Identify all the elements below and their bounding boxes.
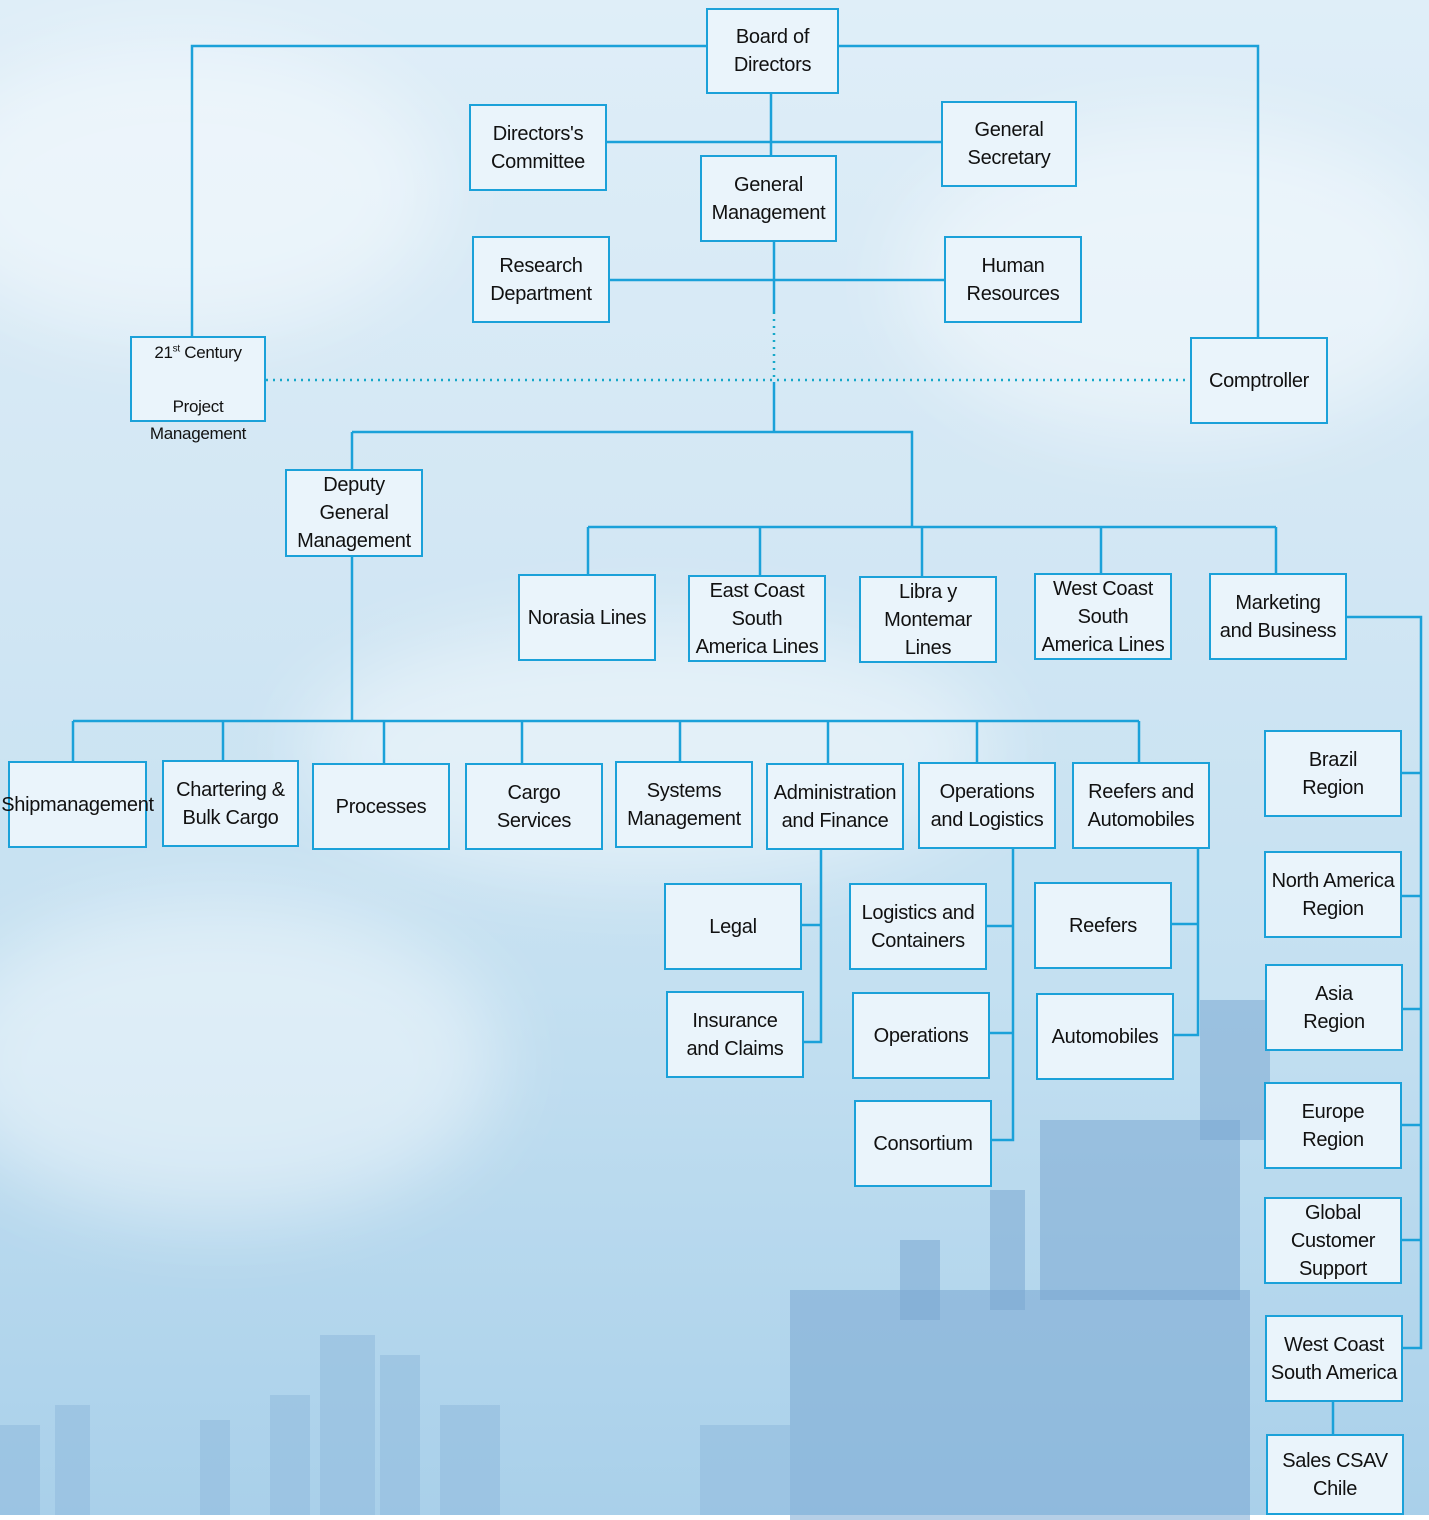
century-word: Century	[179, 342, 242, 362]
human-resources-box: Human Resources	[944, 236, 1082, 323]
marketing-and-business-box: Marketing and Business	[1209, 573, 1347, 660]
directors-committee-box: Directors's Committee	[469, 104, 607, 191]
legal-box: Legal	[664, 883, 802, 970]
project-management-text: Project Management	[149, 396, 247, 443]
cargo-services-box: Cargo Services	[465, 763, 603, 850]
sales-csav-chile-box: Sales CSAV Chile	[1266, 1434, 1404, 1515]
century-ordinal: st	[172, 342, 180, 354]
global-customer-support-box: Global Customer Support	[1264, 1197, 1402, 1284]
europe-region-box: Europe Region	[1264, 1082, 1402, 1169]
brazil-region-box: Brazil Region	[1264, 730, 1402, 817]
west-coast-south-america-box: West Coast South America	[1265, 1315, 1403, 1402]
east-coast-south-america-lines-box: East Coast South America Lines	[688, 575, 826, 662]
west-coast-south-america-lines-box: West Coast South America Lines	[1034, 573, 1172, 660]
consortium-box: Consortium	[854, 1100, 992, 1187]
asia-region-box: Asia Region	[1265, 964, 1403, 1051]
research-department-box: Research Department	[472, 236, 610, 323]
21st-century-project-management-box: 21st Century Project Management	[130, 336, 266, 443]
board-of-directors-box: Board of Directors	[706, 8, 839, 94]
logistics-and-containers-box: Logistics and Containers	[849, 883, 987, 970]
administration-and-finance-box: Administration and Finance	[766, 763, 904, 850]
chartering-bulk-cargo-box: Chartering & Bulk Cargo	[162, 760, 299, 847]
deputy-general-management-box: Deputy General Management	[285, 469, 423, 557]
processes-box: Processes	[312, 763, 450, 850]
general-secretary-box: General Secretary	[941, 101, 1077, 187]
reefers-and-automobiles-box: Reefers and Automobiles	[1072, 762, 1210, 849]
insurance-and-claims-box: Insurance and Claims	[666, 991, 804, 1078]
comptroller-box: Comptroller	[1190, 337, 1328, 424]
shipmanagement-box: Shipmanagement	[1, 761, 154, 848]
operations-and-logistics-box: Operations and Logistics	[918, 762, 1056, 849]
systems-management-box: Systems Management	[615, 761, 753, 848]
libra-montemar-lines-box: Libra y Montemar Lines	[859, 576, 997, 663]
reefers-box: Reefers	[1034, 882, 1172, 969]
north-america-region-box: North America Region	[1264, 851, 1402, 938]
automobiles-box: Automobiles	[1036, 993, 1174, 1080]
century-number: 21	[154, 342, 173, 362]
operations-box: Operations	[852, 992, 990, 1079]
general-management-box: General Management	[700, 155, 837, 242]
norasia-lines-box: Norasia Lines	[518, 574, 656, 661]
